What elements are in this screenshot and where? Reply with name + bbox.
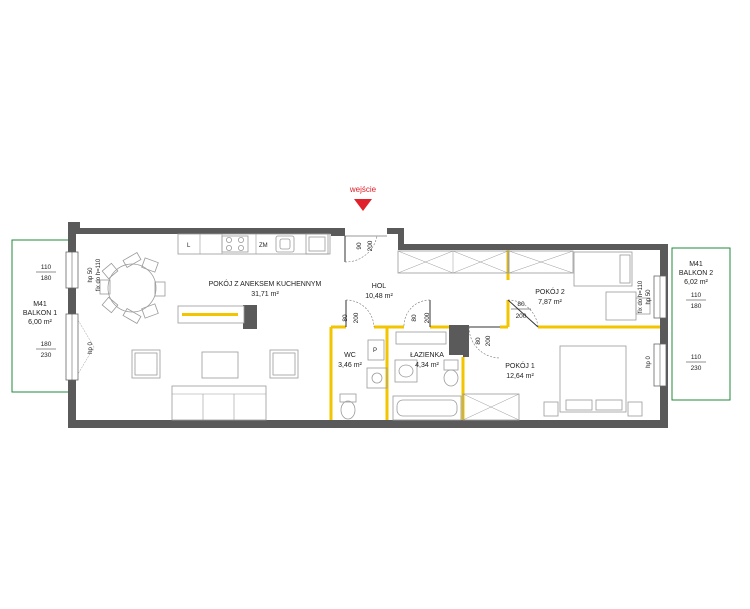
window-right-bottom-height: 230 xyxy=(691,365,702,372)
window-left-top-height: 180 xyxy=(41,275,52,282)
window-right-top-height: 180 xyxy=(691,303,702,310)
bath-door[interactable] xyxy=(403,299,431,328)
hall-name: HOL xyxy=(372,283,387,290)
balcony-1-name: BALKON 1 xyxy=(23,310,57,317)
room1-bed xyxy=(543,345,643,417)
room2-name: POKÓJ 2 xyxy=(535,287,565,296)
room1-door[interactable] xyxy=(468,326,501,359)
window-right-bottom-width: 110 xyxy=(691,354,702,361)
room2-door-width: 80 xyxy=(517,301,525,308)
bath-fixtures xyxy=(392,331,462,421)
entry-door-width: 90 xyxy=(356,242,363,250)
sofa xyxy=(171,385,267,421)
room2-desk xyxy=(605,291,651,321)
dining-table xyxy=(99,251,166,325)
island-accent xyxy=(182,313,238,316)
living-door[interactable] xyxy=(345,299,375,328)
room1-name: POKÓJ 1 xyxy=(505,361,535,370)
bath-door-width: 80 xyxy=(411,314,418,322)
room1-area: 12,64 m² xyxy=(506,373,534,380)
living-room-area: 31,71 m² xyxy=(251,291,279,298)
window-right-bottom xyxy=(653,343,667,387)
window-left-top-note-b: fix do h=110 xyxy=(96,258,102,291)
room2-door-height: 200 xyxy=(516,313,527,320)
window-left-top-width: 110 xyxy=(41,264,52,271)
room1-door-height: 200 xyxy=(485,335,492,346)
window-left-bottom-width: 180 xyxy=(41,341,52,348)
room2-wardrobe xyxy=(508,250,574,274)
balcony-1-code: M41 xyxy=(33,301,47,308)
balcony-2-code: M41 xyxy=(689,261,703,268)
bath-door-height: 200 xyxy=(424,312,431,323)
room2-area: 7,87 m² xyxy=(538,299,562,306)
room1-wardrobe xyxy=(462,393,520,421)
window-right-top-note-a: hp 50 xyxy=(646,289,652,305)
balcony-2-name: BALKON 2 xyxy=(679,270,713,277)
window-left-top-note-a: hp 50 xyxy=(88,267,94,283)
living-door-width: 80 xyxy=(342,314,349,322)
window-right-bottom-note: hp 0 xyxy=(646,356,652,368)
balcony-2-area: 6,02 m² xyxy=(684,279,708,286)
lounge-chairs xyxy=(131,349,299,379)
window-left-bottom-height: 230 xyxy=(41,352,52,359)
room1-door-width: 80 xyxy=(475,337,482,345)
bathroom-name: ŁAZIENKA xyxy=(410,352,444,359)
bathroom-area: 4,34 m² xyxy=(415,362,439,369)
entry-arrow-icon xyxy=(354,199,372,211)
window-left-top xyxy=(65,251,79,289)
wc-fixtures xyxy=(339,339,388,420)
living-room-name: POKÓJ Z ANEKSEM KUCHENNYM xyxy=(209,279,322,288)
accent-walls xyxy=(329,250,660,420)
room2-bed xyxy=(573,251,633,287)
wc-name: WC xyxy=(344,352,356,359)
interior-walls xyxy=(243,305,469,357)
balcony-2-outline xyxy=(671,247,731,401)
kitchen-counter xyxy=(177,233,331,255)
kitchen-label-l: L xyxy=(187,243,191,249)
living-door-height: 200 xyxy=(353,312,360,323)
window-right-top-width: 110 xyxy=(691,292,702,299)
window-right-top xyxy=(653,275,667,319)
entry-door-height: 200 xyxy=(367,240,374,251)
wc-area: 3,46 m² xyxy=(338,362,362,369)
entry-door[interactable] xyxy=(344,235,387,263)
window-left-bottom xyxy=(65,313,95,381)
window-left-bottom-note: hp 0 xyxy=(88,342,94,354)
hall-area: 10,48 m² xyxy=(365,293,393,300)
hall-wardrobe xyxy=(397,250,509,274)
window-right-top-note-b: fix do h=110 xyxy=(638,280,644,313)
wc-fixture-label: P xyxy=(373,348,377,354)
balcony-1-area: 6,00 m² xyxy=(28,319,52,326)
kitchen-label-zm: ZM xyxy=(259,243,268,249)
entry-label: wejście xyxy=(349,185,377,194)
room2-door[interactable] xyxy=(507,299,539,328)
